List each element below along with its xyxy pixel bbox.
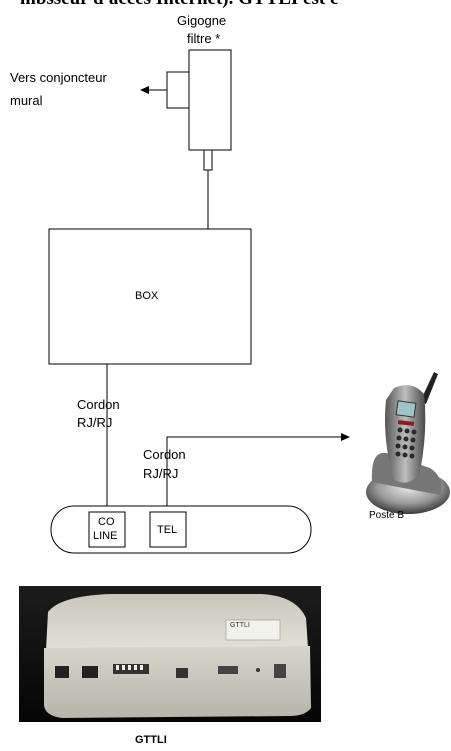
filter-title-line2: filtre * [187,31,221,46]
filter-title-line1: Gigogne [177,13,227,28]
cord1-line2: RJ/RJ [77,415,113,430]
cord1-line1: Cordon [77,397,120,412]
phone-caption: Poste B [369,510,405,521]
wall-label-line2: mural [10,93,43,108]
phone-arrowhead [341,433,350,441]
phone-image [366,372,450,514]
gttli-photo [19,586,321,722]
coline-port-line1: CO [98,516,115,528]
photo-badge-text: GTTLI [230,622,250,629]
header-text: mbsseur d'accès Internet). GTTLI est c [20,0,338,10]
box-rect [48,228,252,365]
coline-port-line2: LINE [93,530,118,542]
tel-phone-line [166,436,342,512]
filter-plug [166,71,190,109]
tel-port [149,511,187,548]
gttli-caption: GTTLI [135,734,167,746]
filter-body [188,49,232,151]
tel-port-label: TEL [157,524,178,536]
wall-label-line1: Vers conjoncteur [10,70,107,85]
cord2-line2: RJ/RJ [143,466,179,481]
filter-connector [203,149,213,171]
cord2-line1: Cordon [143,447,186,462]
box-label: BOX [135,290,159,302]
coline-port [88,511,126,548]
wall-arrowhead [140,86,149,94]
